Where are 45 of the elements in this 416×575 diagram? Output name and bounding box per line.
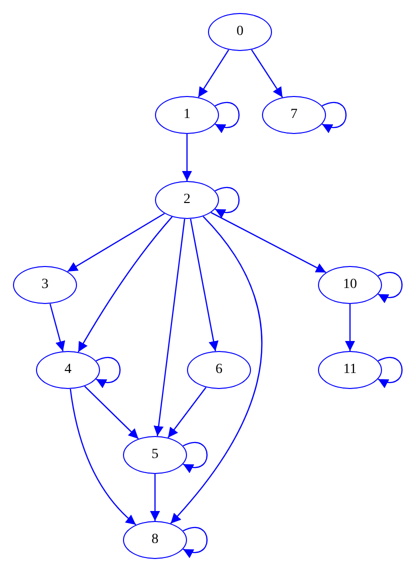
ellipse-node bbox=[123, 521, 187, 559]
ellipse-node bbox=[155, 181, 219, 219]
arrow bbox=[78, 216, 173, 352]
ellipse-node bbox=[123, 436, 187, 474]
self-loop-arrow bbox=[378, 357, 403, 388]
ellipse-node bbox=[262, 96, 326, 134]
node-label: 0 bbox=[236, 25, 244, 39]
node-label: 11 bbox=[343, 363, 357, 377]
arrow bbox=[70, 388, 136, 526]
arrow bbox=[67, 212, 165, 272]
arrow bbox=[182, 134, 192, 181]
self-loop-arrow bbox=[378, 272, 403, 302]
ellipse-node bbox=[318, 266, 382, 304]
node-label: 5 bbox=[152, 448, 158, 462]
ellipse-node bbox=[187, 351, 251, 389]
node-label: 3 bbox=[42, 278, 48, 292]
self-loop-arrow bbox=[214, 102, 240, 132]
node-label: 7 bbox=[290, 108, 298, 122]
arrow bbox=[345, 304, 355, 351]
arrow bbox=[170, 216, 262, 524]
arrow bbox=[168, 386, 206, 438]
node-label: 4 bbox=[64, 363, 72, 377]
arrow bbox=[198, 49, 230, 98]
arrow bbox=[150, 474, 160, 521]
node-label: 8 bbox=[152, 533, 158, 547]
ellipse-node bbox=[13, 266, 77, 304]
arrow bbox=[50, 304, 66, 352]
arrow bbox=[154, 218, 186, 436]
self-loop-arrow bbox=[182, 442, 208, 472]
arrow bbox=[210, 212, 326, 273]
self-loop-arrow bbox=[322, 102, 347, 132]
self-loop-arrow bbox=[214, 187, 240, 218]
ellipse-node bbox=[155, 96, 219, 134]
arrow bbox=[190, 218, 218, 352]
arrow bbox=[84, 386, 139, 440]
ellipse-node bbox=[208, 13, 272, 51]
self-loop-arrow bbox=[182, 527, 208, 558]
node-label: 1 bbox=[184, 108, 190, 122]
node-label: 6 bbox=[216, 363, 222, 377]
node-label: 10 bbox=[343, 278, 357, 292]
ellipse-node bbox=[318, 351, 382, 389]
ellipse-node bbox=[36, 351, 100, 389]
self-loop-arrow bbox=[96, 357, 120, 388]
node-label: 2 bbox=[184, 193, 190, 207]
arrow bbox=[251, 49, 283, 98]
